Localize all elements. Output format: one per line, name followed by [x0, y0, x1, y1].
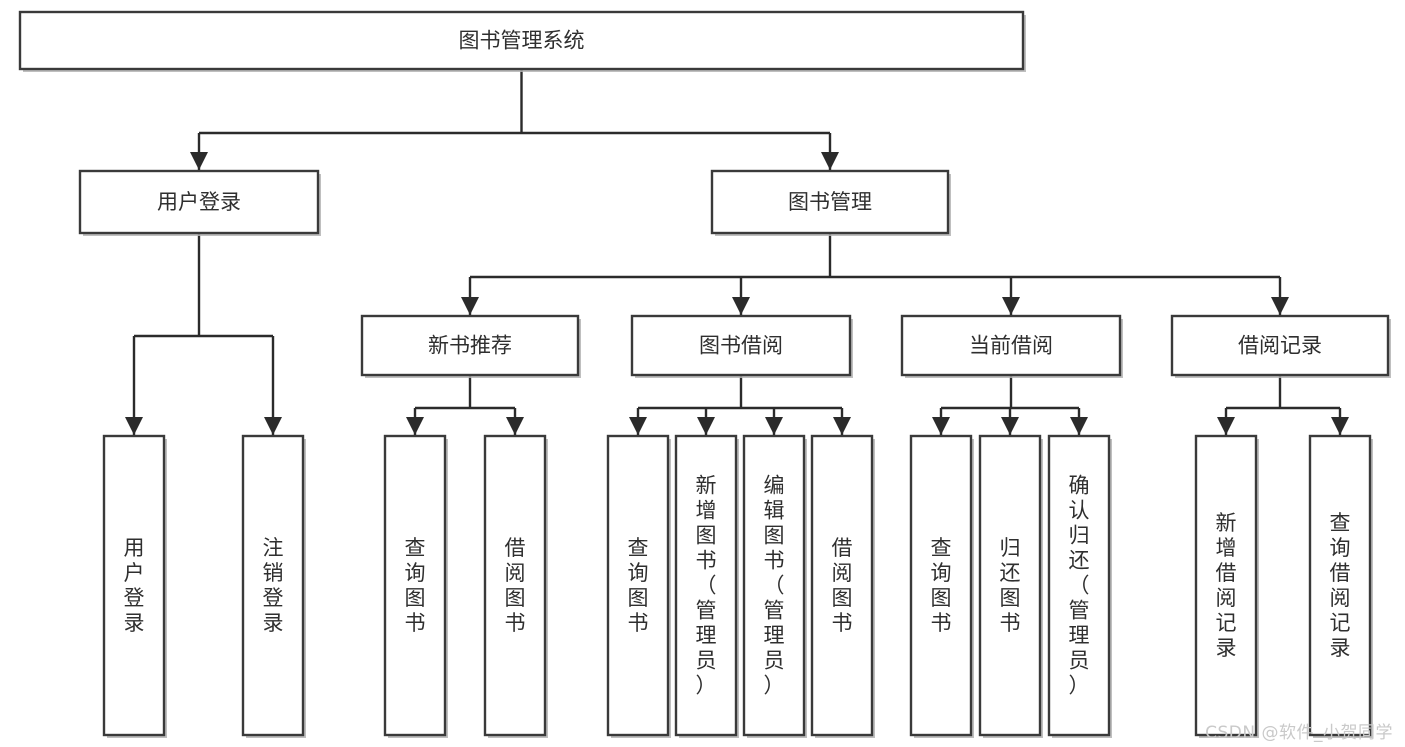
arrow-head-icon: [1331, 417, 1349, 435]
arrow-head-icon: [190, 152, 208, 170]
arrow-head-icon: [264, 417, 282, 435]
node-label: 当前借阅: [969, 334, 1053, 358]
node-label: 图书借阅: [699, 334, 783, 358]
connector-layer: [125, 69, 1349, 435]
node-current-borrow[interactable]: 当前借阅: [900, 314, 1123, 378]
node-leaf-logout[interactable]: 注销登录: [241, 434, 306, 738]
node-label: 借阅记录: [1238, 334, 1322, 358]
node-label: 查询图书: [931, 536, 952, 635]
connector-group-current-borrow: [932, 375, 1088, 435]
connector-group-borrow-record: [1217, 375, 1349, 435]
node-label: 新书推荐: [428, 334, 512, 358]
arrow-head-icon: [732, 297, 750, 315]
arrow-head-icon: [506, 417, 524, 435]
node-leaf-query-book-2[interactable]: 查询图书: [606, 434, 671, 738]
node-leaf-user-login[interactable]: 用户登录: [102, 434, 167, 738]
node-label: 图书管理系统: [459, 29, 585, 53]
connector-group-new-book-rec: [406, 375, 524, 435]
arrow-head-icon: [1271, 297, 1289, 315]
csdn-watermark: CSDN @软件_小贺同学: [1205, 723, 1393, 743]
arrow-head-icon: [125, 417, 143, 435]
node-label: 用户登录: [157, 190, 241, 214]
node-layer: 图书管理系统用户登录图书管理新书推荐图书借阅当前借阅借阅记录用户登录注销登录查询…: [18, 10, 1391, 738]
node-label: 注销登录: [263, 536, 284, 635]
arrow-head-icon: [932, 417, 950, 435]
node-new-book-rec[interactable]: 新书推荐: [360, 314, 581, 378]
arrow-head-icon: [1001, 417, 1019, 435]
arrow-head-icon: [1070, 417, 1088, 435]
node-leaf-add-record[interactable]: 新增借阅记录: [1194, 434, 1259, 738]
connector-group-user-login: [125, 233, 282, 435]
connector-group-book-borrow: [629, 375, 851, 435]
node-leaf-query-book-3[interactable]: 查询图书: [909, 434, 974, 738]
node-label: 新增图书（管理员）: [696, 474, 717, 698]
arrow-head-icon: [821, 152, 839, 170]
node-label: 用户登录: [124, 536, 145, 635]
node-root[interactable]: 图书管理系统: [18, 10, 1026, 72]
node-label: 确认归还（管理员）: [1069, 474, 1090, 698]
arrow-head-icon: [406, 417, 424, 435]
arrow-head-icon: [765, 417, 783, 435]
node-leaf-borrow-book-1[interactable]: 借阅图书: [483, 434, 548, 738]
node-user-login[interactable]: 用户登录: [78, 169, 321, 236]
node-leaf-return-book[interactable]: 归还图书: [978, 434, 1043, 738]
node-label: 查询借阅记录: [1330, 511, 1351, 660]
node-book-borrow[interactable]: 图书借阅: [630, 314, 853, 378]
node-label: 查询图书: [628, 536, 649, 635]
node-label: 查询图书: [405, 536, 426, 635]
node-leaf-edit-book[interactable]: 编辑图书（管理员）: [742, 434, 807, 738]
node-label: 归还图书: [1000, 536, 1021, 635]
arrow-head-icon: [629, 417, 647, 435]
node-label: 新增借阅记录: [1216, 511, 1237, 660]
arrow-head-icon: [833, 417, 851, 435]
node-label: 图书管理: [788, 190, 872, 214]
node-label: 借阅图书: [832, 536, 853, 635]
node-leaf-query-book-1[interactable]: 查询图书: [383, 434, 448, 738]
connector-group-book-manage: [461, 233, 1289, 315]
arrow-head-icon: [1217, 417, 1235, 435]
node-leaf-add-book[interactable]: 新增图书（管理员）: [674, 434, 739, 738]
arrow-head-icon: [461, 297, 479, 315]
node-book-manage[interactable]: 图书管理: [710, 169, 951, 236]
node-borrow-record[interactable]: 借阅记录: [1170, 314, 1391, 378]
node-label: 借阅图书: [505, 536, 526, 635]
connector-group-root: [190, 69, 839, 170]
arrow-head-icon: [1002, 297, 1020, 315]
node-leaf-borrow-book-2[interactable]: 借阅图书: [810, 434, 875, 738]
node-label: 编辑图书（管理员）: [764, 474, 785, 698]
arrow-head-icon: [697, 417, 715, 435]
node-leaf-query-record[interactable]: 查询借阅记录: [1308, 434, 1373, 738]
node-leaf-confirm-return[interactable]: 确认归还（管理员）: [1047, 434, 1112, 738]
